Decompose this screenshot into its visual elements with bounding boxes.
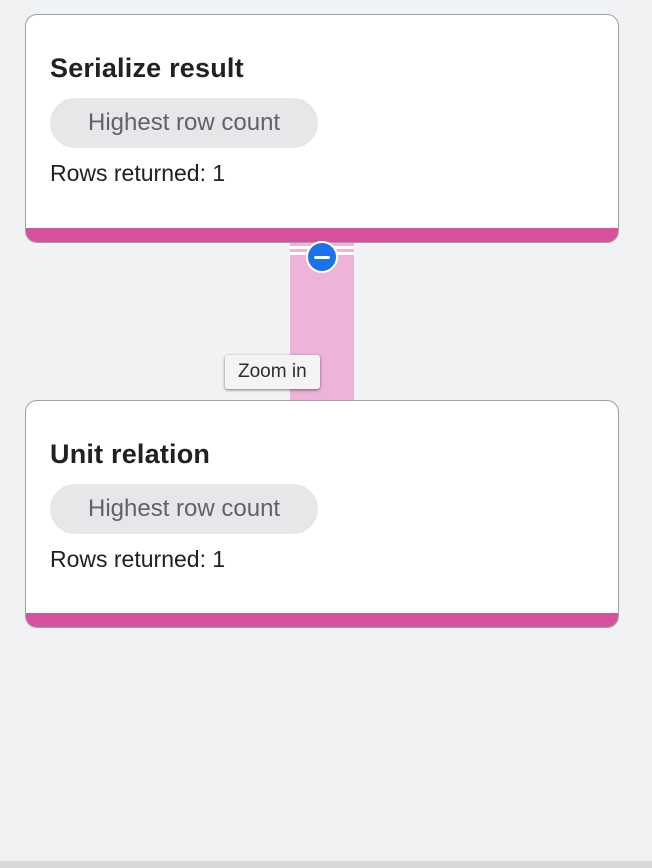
- rows-returned-text: Rows returned: 1: [50, 160, 226, 186]
- node-accent-bar: [26, 228, 618, 242]
- node-accent-bar: [26, 613, 618, 627]
- highest-row-count-badge: Highest row count: [50, 98, 319, 148]
- node-title: Unit relation: [50, 439, 211, 469]
- zoom-in-tooltip: Zoom in: [225, 355, 320, 389]
- node-title: Serialize result: [50, 53, 244, 83]
- collapse-node-button[interactable]: [306, 241, 338, 273]
- node-serialize-result[interactable]: Serialize result Highest row count Rows …: [25, 14, 619, 243]
- bottom-panel-edge: [0, 861, 652, 868]
- node-unit-relation[interactable]: Unit relation Highest row count Rows ret…: [25, 400, 619, 628]
- minus-icon: [314, 255, 330, 259]
- highest-row-count-badge: Highest row count: [50, 484, 319, 534]
- rows-returned-text: Rows returned: 1: [50, 546, 226, 572]
